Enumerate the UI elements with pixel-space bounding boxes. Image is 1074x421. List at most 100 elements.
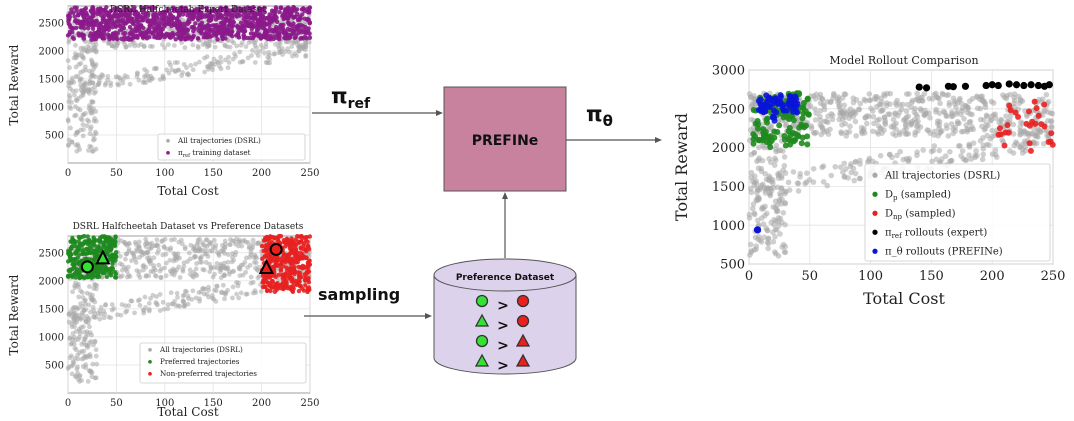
- scatter-point: [828, 98, 834, 105]
- legend-label: All trajectories (DSRL): [177, 136, 261, 145]
- scatter-point: [155, 250, 160, 256]
- scatter-point: [754, 217, 761, 224]
- scatter-point: [1037, 129, 1044, 135]
- scatter-point: [165, 42, 171, 48]
- scatter-point: [755, 125, 762, 132]
- scatter-point: [782, 243, 789, 250]
- scatter-point: [75, 370, 81, 376]
- scatter-point: [1017, 143, 1023, 150]
- data-points: [746, 80, 1056, 259]
- scatter-point: [78, 25, 83, 30]
- scatter-point: [772, 146, 779, 152]
- scatter-point: [804, 95, 811, 102]
- scatter-point: [292, 264, 297, 270]
- scatter-point: [208, 27, 213, 33]
- scatter-point: [237, 6, 242, 11]
- scatter-point: [206, 43, 212, 49]
- scatter-point: [847, 163, 854, 170]
- chart-title: Model Rollout Comparison: [829, 54, 978, 67]
- scatter-point: [76, 12, 81, 18]
- scatter-point: [957, 143, 963, 149]
- scatter-point: [163, 22, 168, 27]
- scatter-point: [106, 40, 112, 45]
- scatter-point: [159, 42, 165, 47]
- scatter-point: [783, 121, 790, 128]
- pref-triangle-marker: [515, 353, 531, 367]
- scatter-point: [87, 143, 93, 149]
- scatter-point: [800, 110, 807, 117]
- scatter-point: [148, 73, 153, 79]
- scatter-point: [161, 306, 167, 312]
- scatter-point: [211, 56, 217, 62]
- scatter-point: [915, 122, 921, 129]
- scatter-point: [756, 196, 762, 203]
- scatter-point: [112, 275, 118, 280]
- scatter-point: [276, 239, 281, 244]
- scatter-point: [294, 7, 300, 12]
- scatter-point: [255, 268, 261, 274]
- scatter-point: [265, 36, 271, 42]
- scatter-point: [197, 255, 203, 261]
- scatter-point: [218, 59, 224, 65]
- scatter-point: [796, 124, 803, 131]
- scatter-point: [78, 45, 84, 51]
- scatter-point: [825, 113, 831, 120]
- scatter-point: [229, 38, 235, 44]
- scatter-point: [821, 106, 828, 113]
- scatter-point: [90, 137, 96, 143]
- scatter-point: [757, 96, 764, 103]
- scatter-point: [201, 35, 206, 40]
- scatter-point: [964, 128, 971, 135]
- scatter-point: [778, 185, 785, 191]
- scatter-point: [111, 306, 117, 311]
- scatter-point: [765, 245, 771, 252]
- scatter-point: [110, 25, 115, 30]
- scatter-point: [879, 130, 885, 136]
- scatter-point: [271, 18, 276, 23]
- legend-marker: [166, 151, 170, 155]
- scatter-point: [1048, 130, 1055, 137]
- scatter-point: [245, 55, 251, 61]
- scatter-point: [259, 7, 265, 13]
- scatter-point: [992, 151, 999, 158]
- scatter-point: [153, 273, 159, 279]
- scatter-point: [84, 313, 90, 319]
- scatter-point: [134, 9, 139, 15]
- scatter-point: [768, 124, 774, 131]
- scatter-point: [294, 11, 300, 17]
- scatter-point: [90, 26, 96, 31]
- scatter-point: [296, 254, 301, 259]
- scatter-point: [787, 93, 794, 100]
- scatter-point: [177, 275, 183, 280]
- scatter-point: [142, 74, 147, 80]
- scatter-point: [914, 152, 920, 159]
- scatter-point: [228, 13, 233, 19]
- scatter-point: [1010, 131, 1017, 137]
- scatter-point: [165, 246, 170, 252]
- scatter-point: [1006, 117, 1013, 124]
- scatter-point: [175, 303, 181, 309]
- scatter-point: [757, 237, 763, 244]
- legend-marker: [148, 372, 152, 376]
- scatter-point: [785, 179, 792, 186]
- scatter-point: [76, 305, 82, 311]
- scatter-point: [897, 148, 904, 155]
- scatter-point: [780, 148, 786, 154]
- x-axis-label: Total Cost: [863, 289, 945, 308]
- scatter-point: [91, 66, 96, 72]
- scatter-point: [123, 13, 129, 19]
- scatter-point: [950, 130, 956, 137]
- scatter-point: [98, 265, 103, 271]
- scatter-point: [262, 244, 268, 249]
- scatter-point: [194, 273, 200, 278]
- scatter-point: [950, 95, 957, 102]
- scatter-point: [101, 315, 107, 321]
- legend-marker: [166, 139, 170, 143]
- scatter-point: [771, 216, 777, 223]
- scatter-point: [1007, 113, 1014, 119]
- scatter-point: [180, 298, 186, 304]
- scatter-point: [98, 6, 103, 11]
- scatter-point: [282, 240, 287, 245]
- scatter-point: [903, 108, 910, 115]
- scatter-point: [973, 148, 979, 154]
